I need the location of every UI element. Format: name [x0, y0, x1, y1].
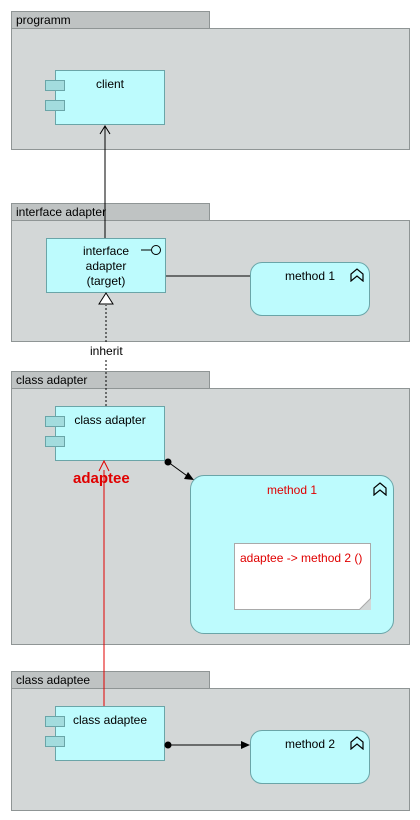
group-tab-interface-adapter[interactable]: interface adapter	[11, 203, 210, 220]
interface-label-line3: (target)	[86, 274, 126, 288]
group-tab-programm[interactable]: programm	[11, 11, 210, 28]
note-corner-icon	[359, 598, 371, 610]
component-class-adaptee[interactable]: class adaptee	[55, 706, 165, 761]
label-inherit: inherit	[89, 344, 124, 358]
component-class-adapter[interactable]: class adapter	[55, 406, 165, 461]
group-label: class adapter	[16, 373, 88, 387]
function-icon	[373, 482, 387, 496]
component-port-icon	[45, 736, 65, 747]
interface-adapter-target[interactable]: interface adapter (target)	[46, 238, 166, 293]
function-method2[interactable]: method 2	[250, 730, 370, 784]
interface-label-line2: adapter	[85, 259, 127, 273]
component-client[interactable]: client	[55, 70, 165, 125]
component-port-icon	[45, 80, 65, 91]
group-tab-class-adaptee[interactable]: class adaptee	[11, 671, 210, 688]
component-port-icon	[45, 716, 65, 727]
function-icon	[350, 268, 364, 282]
note-adaptee-call[interactable]: adaptee -> method 2 ()	[234, 543, 371, 610]
component-port-icon	[45, 436, 65, 447]
function-method1-top[interactable]: method 1	[250, 262, 370, 316]
component-label: class adapter	[74, 413, 146, 427]
function-icon	[350, 736, 364, 750]
label-adaptee: adaptee	[73, 470, 130, 487]
group-label: interface adapter	[16, 205, 107, 219]
component-port-icon	[45, 100, 65, 111]
group-label: programm	[16, 13, 71, 27]
component-port-icon	[45, 416, 65, 427]
component-label: client	[95, 77, 124, 91]
function-label: method 2	[284, 737, 336, 751]
function-label: method 1	[284, 269, 336, 283]
interface-label-line1: interface	[82, 244, 130, 258]
function-label: method 1	[266, 483, 318, 497]
group-label: class adaptee	[16, 673, 91, 687]
interface-lollipop-icon	[141, 245, 161, 255]
group-tab-class-adapter[interactable]: class adapter	[11, 371, 210, 388]
note-text: adaptee -> method 2 ()	[240, 551, 363, 565]
component-label: class adaptee	[72, 713, 148, 727]
